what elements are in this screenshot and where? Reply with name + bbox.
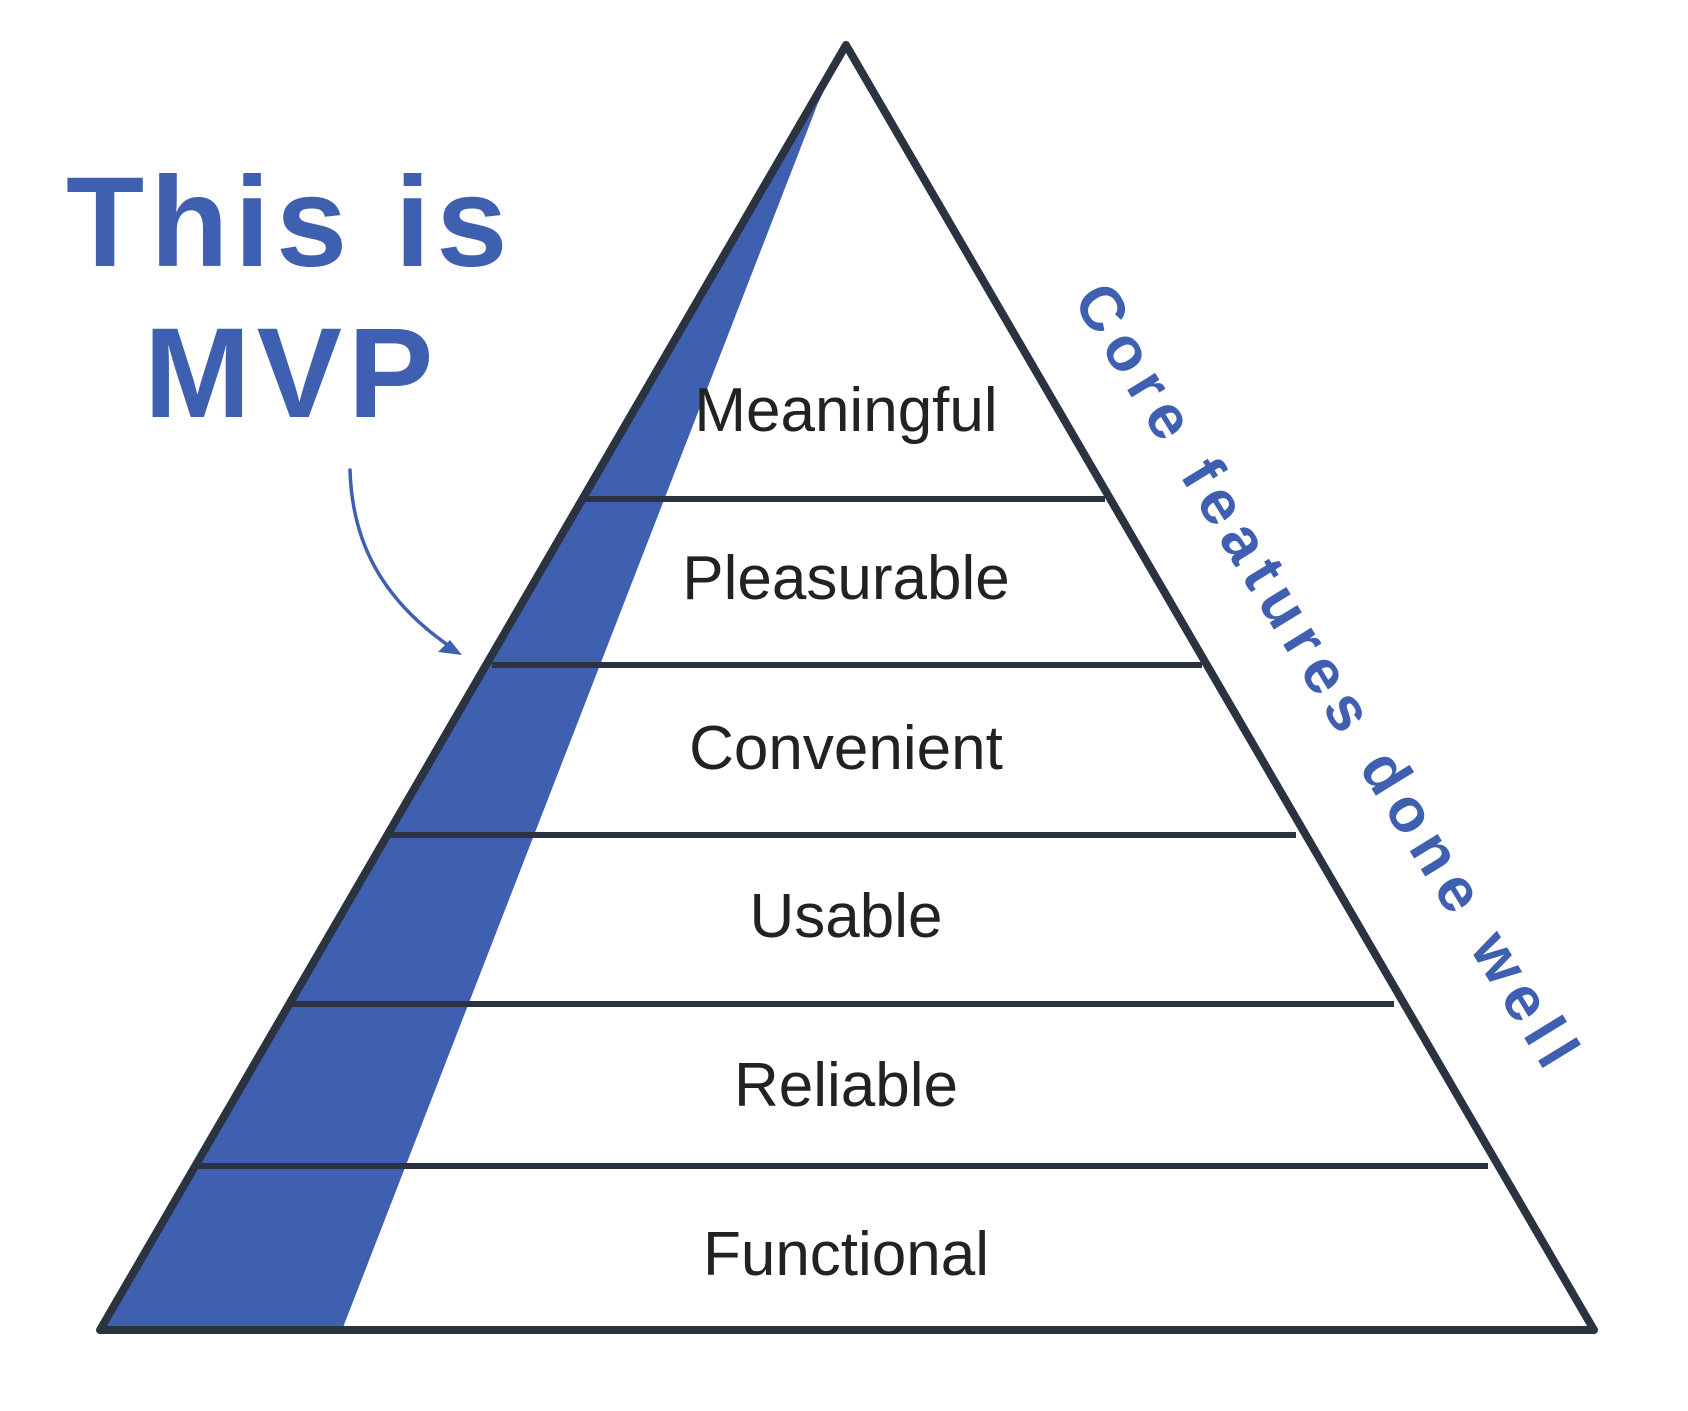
level-label: Meaningful [694,376,997,445]
headline-line2: MVP [144,302,439,445]
level-label: Usable [750,882,943,951]
level-label: Pleasurable [682,544,1009,613]
arrow-icon [348,468,457,652]
level-dividers [197,496,1488,1169]
level-label: Convenient [689,714,1003,783]
level-label: Functional [703,1220,989,1289]
pyramid-outline [96,41,1598,1334]
side-label: Core features done well [1060,271,1592,1079]
arrowhead-icon [438,640,462,655]
level-label: Reliable [734,1051,958,1120]
headline-line1: This is [66,151,513,294]
